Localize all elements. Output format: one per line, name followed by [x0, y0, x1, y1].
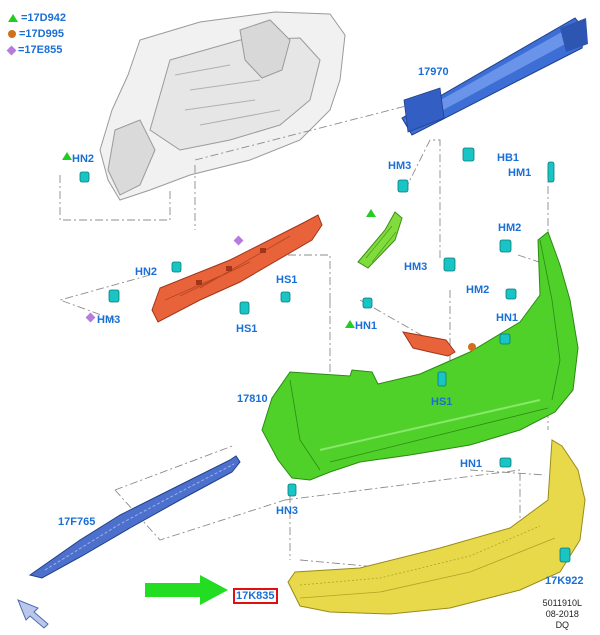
clip-hn2-top	[79, 171, 90, 183]
label-hs1-c: HS1	[431, 396, 453, 408]
label-17k922: 17K922	[545, 575, 584, 587]
label-hn1-c: HN1	[460, 458, 483, 470]
label-hs1-a: HS1	[276, 274, 298, 286]
clip-hn1-b	[499, 333, 511, 345]
clip-hs1-a	[280, 291, 291, 303]
lower-valance	[287, 439, 586, 615]
label-17f765: 17F765	[58, 516, 96, 528]
label-hn1-a: HN1	[355, 320, 378, 332]
diamond-icon	[6, 45, 17, 55]
legend-text: =17D995	[19, 28, 64, 40]
label-hs1-b: HS1	[236, 323, 258, 335]
clip-hm2-b	[505, 288, 517, 300]
drawing-date: 08-2018	[545, 609, 579, 619]
triangle-marker-hn2	[62, 152, 72, 160]
legend-item-17e855: =17E855	[6, 44, 63, 56]
clip-hm1	[547, 161, 555, 183]
diamond-marker-hm3	[85, 312, 96, 323]
bumper-bracket-orange	[401, 331, 456, 357]
pointer-arrow-icon	[145, 575, 228, 605]
clip-hn1-c	[499, 457, 512, 468]
label-17810: 17810	[237, 393, 268, 405]
clip-hm3-mid	[397, 179, 409, 193]
label-hm1: HM1	[508, 167, 532, 179]
clip-hs1-b	[239, 301, 250, 315]
triangle-marker-bracket	[366, 209, 376, 217]
label-hm2-b: HM2	[466, 284, 490, 296]
label-hm3-mid: HM3	[388, 160, 412, 172]
label-hm3-b: HM3	[404, 261, 428, 273]
circle-marker-bracket	[468, 343, 476, 351]
orientation-arrow-icon	[17, 599, 49, 629]
triangle-icon	[8, 14, 18, 22]
diffuser-strip	[28, 455, 241, 579]
rear-bumper-cover	[261, 231, 579, 481]
clip-hm2-top	[499, 239, 512, 253]
drawing-footer: 5011910L 08-2018 DQ	[543, 598, 582, 631]
legend-text: =17E855	[18, 44, 63, 56]
label-hn3: HN3	[276, 505, 299, 517]
clip-hs1-c	[437, 371, 447, 387]
label-hm2: HM2	[498, 222, 522, 234]
fastener-clips	[79, 147, 571, 563]
clip-hm3-left	[108, 289, 120, 303]
clip-hn3	[287, 483, 297, 497]
vehicle-body-outline	[99, 11, 346, 201]
label-17k835: 17K835	[233, 588, 278, 604]
label-hm3-left: HM3	[97, 314, 121, 326]
diamond-marker-absorber	[233, 235, 244, 246]
drawing-initials: DQ	[555, 620, 570, 630]
label-hn2-mid: HN2	[135, 266, 158, 278]
leader-lines	[58, 104, 549, 581]
label-17970: 17970	[418, 66, 449, 78]
label-hn2-top: HN2	[72, 153, 95, 165]
legend-item-17d995: =17D995	[8, 28, 64, 40]
energy-absorber-left	[151, 214, 323, 323]
circle-icon	[8, 30, 16, 38]
clip-17k922	[559, 547, 571, 563]
bumper-bracket-green	[357, 211, 403, 269]
label-hb1: HB1	[497, 152, 520, 164]
clip-hn2-mid	[171, 261, 182, 273]
clip-hb1	[462, 147, 475, 162]
clip-hm3-b	[443, 257, 456, 272]
label-hn1-b: HN1	[496, 312, 519, 324]
clip-hn1-a	[362, 297, 373, 309]
drawing-code: 5011910L	[542, 598, 582, 608]
legend-item-17d942: =17D942	[8, 12, 66, 24]
triangle-marker-hn1	[345, 320, 355, 328]
legend-text: =17D942	[21, 12, 66, 24]
rear-reinforcement-beam	[401, 17, 588, 136]
